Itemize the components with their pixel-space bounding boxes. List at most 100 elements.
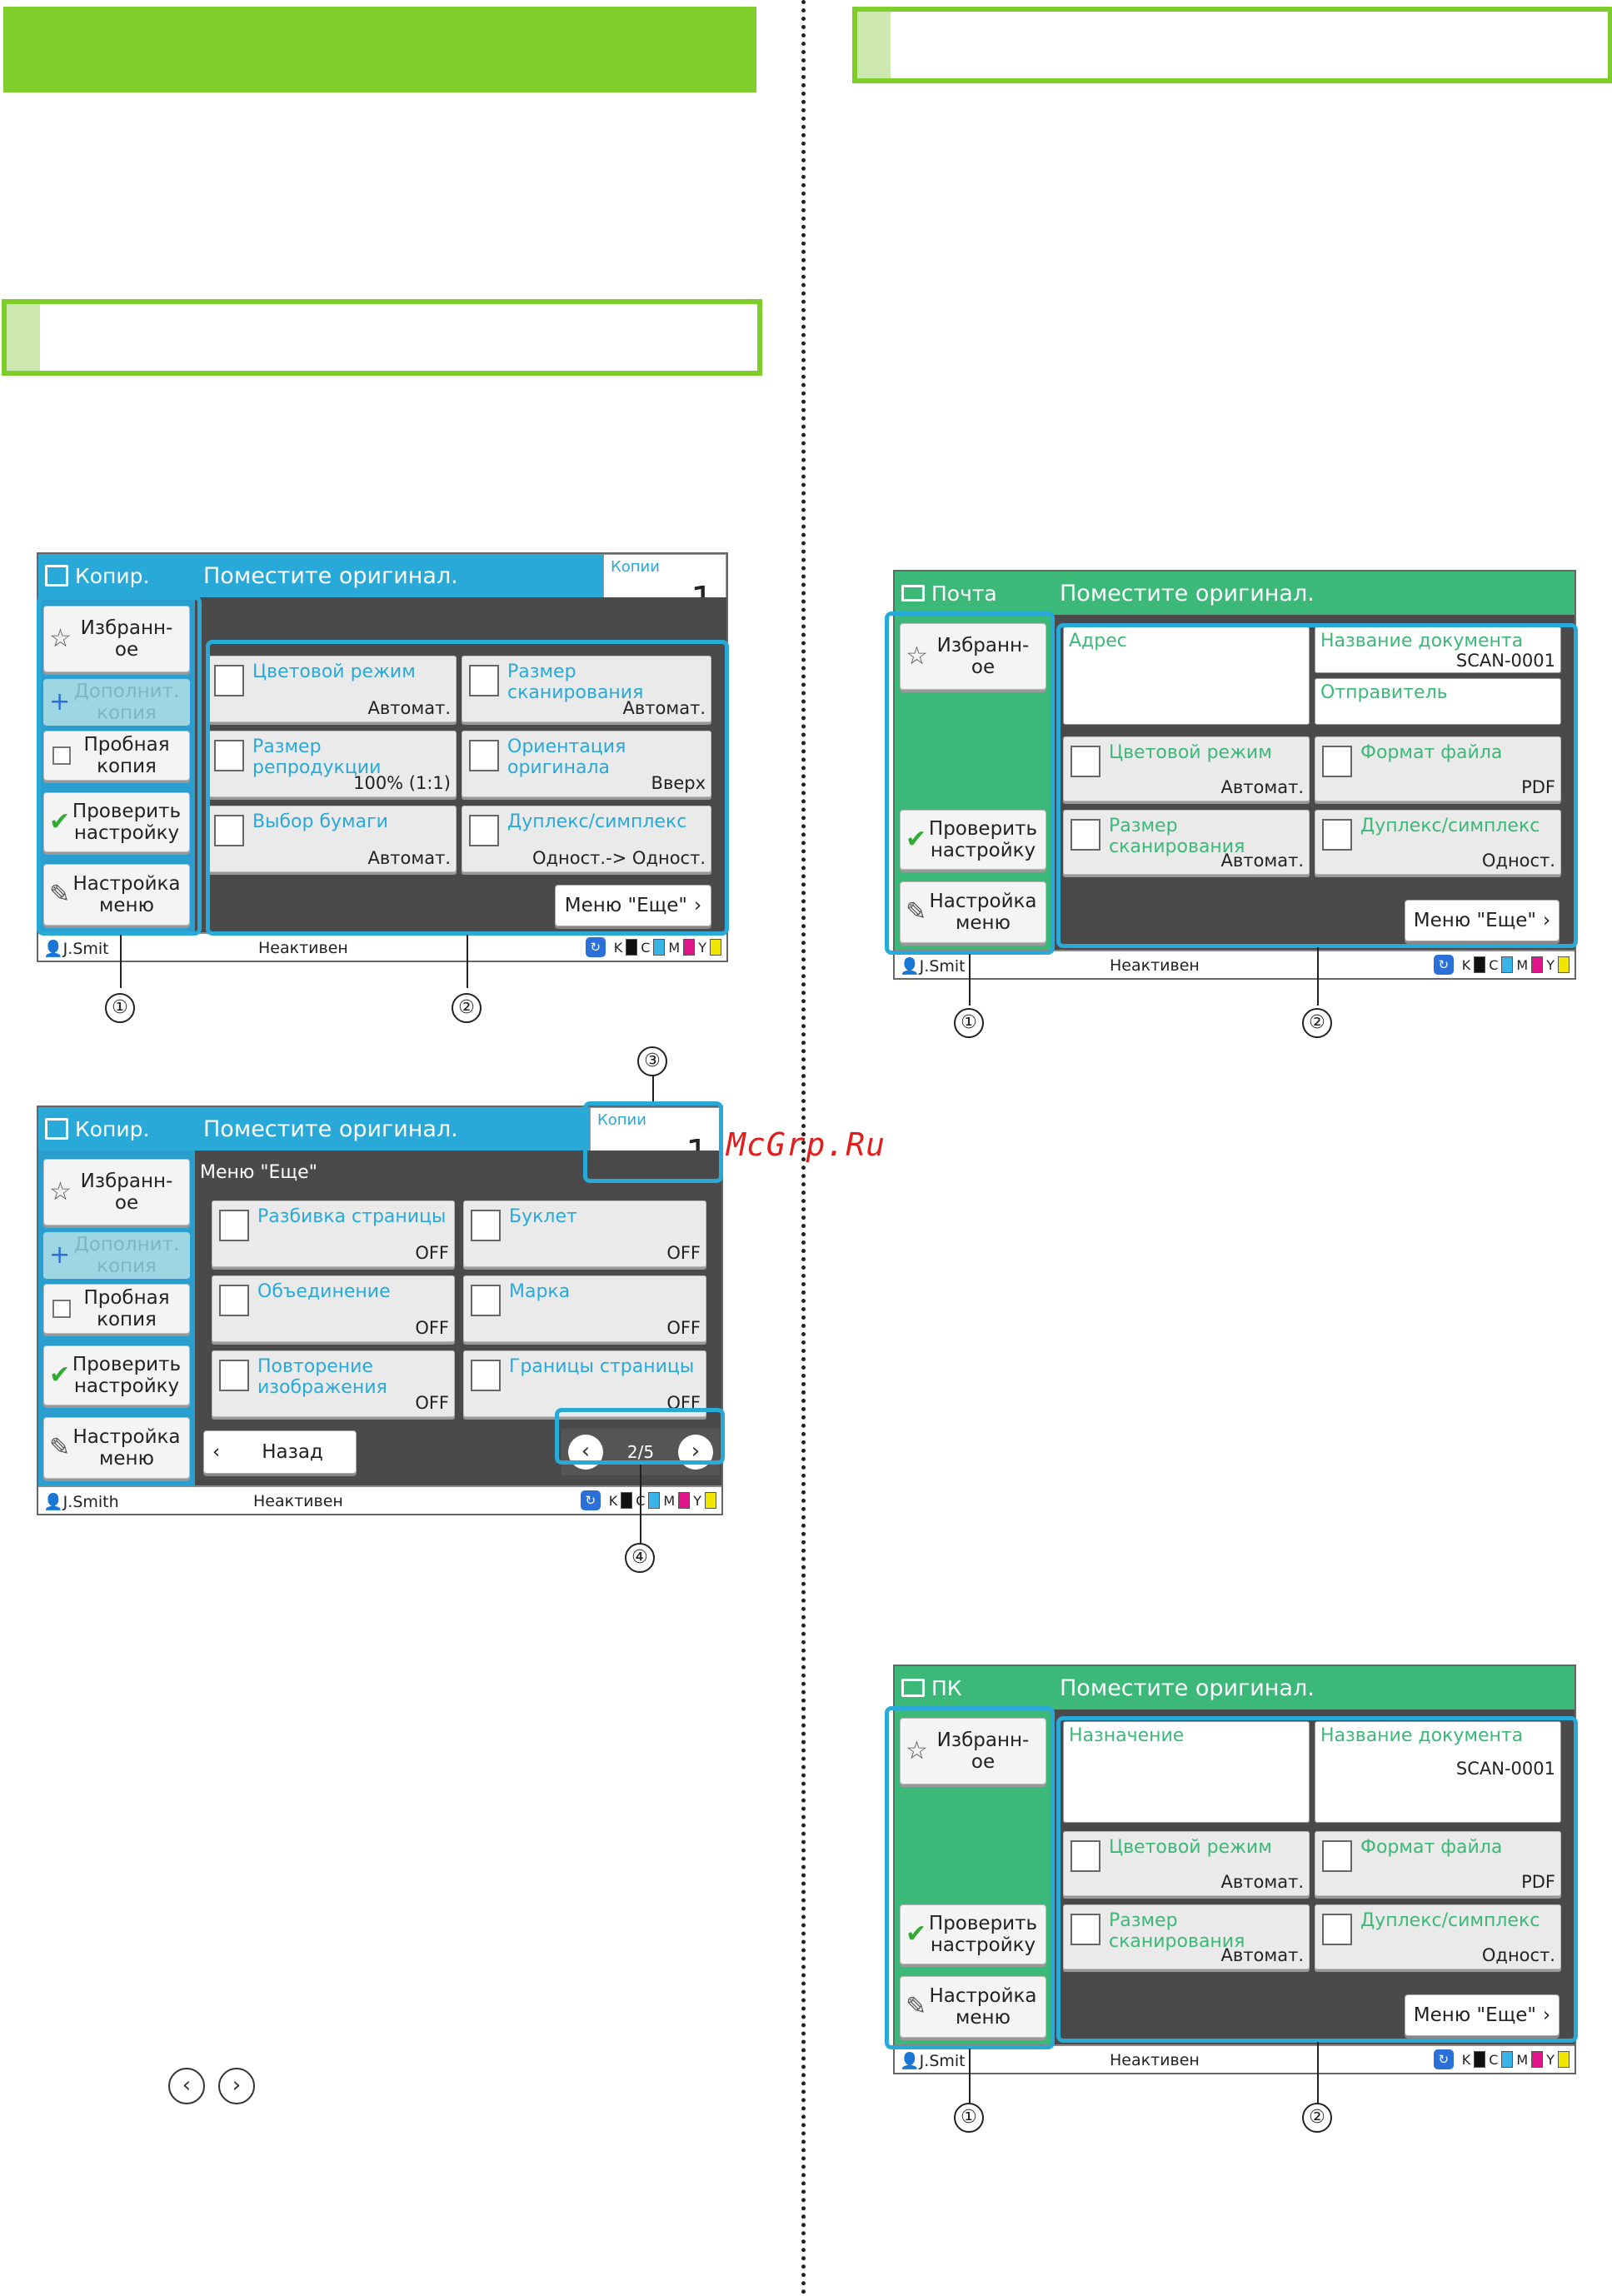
status-text: Неактивен <box>1110 2051 1200 2069</box>
file-icon <box>1322 746 1352 777</box>
check-settings-button[interactable]: ✔Проверить настройку <box>43 1345 190 1405</box>
check-icon: ✔ <box>906 1919 927 1949</box>
sidebar: ☆Избранн- ое +Дополнит. копия Пробная ко… <box>38 597 195 936</box>
proof-copy-button[interactable]: Пробная копия <box>43 731 190 781</box>
highlight-2 <box>1056 623 1578 948</box>
menu-settings-button[interactable]: ✎Настройка меню <box>43 864 190 926</box>
nav-left-icon: ‹ <box>168 2068 205 2104</box>
combine-icon <box>219 1285 249 1316</box>
favorites-button[interactable]: ☆Избранн- ое <box>900 623 1046 690</box>
chevron-right-icon: › <box>1543 910 1551 931</box>
more-menu-header: Меню "Еще" <box>200 1162 317 1183</box>
callout-1: ① <box>954 2103 984 2133</box>
sidebar: ☆Избранн- ое ✔Проверить настройку ✎Настр… <box>895 615 1051 953</box>
scan-size-icon <box>1071 819 1100 851</box>
screen-message: Поместите оригинал. <box>1051 1666 1575 1710</box>
status-text: Неактивен <box>253 1492 343 1510</box>
favorites-button[interactable]: ☆Избранн- ое <box>43 1159 190 1225</box>
sender-field[interactable]: Отправитель <box>1315 678 1561 725</box>
back-button[interactable]: ‹Назад <box>203 1430 357 1474</box>
callout-2: ② <box>452 993 482 1023</box>
star-doc-icon: ☆ <box>49 624 72 653</box>
chevron-right-icon: › <box>694 895 702 916</box>
more-menu-button[interactable]: Меню "Еще"› <box>555 885 711 926</box>
book-icon <box>219 1210 249 1241</box>
menu-settings-button[interactable]: ✎Настройка меню <box>900 1976 1046 2038</box>
user-label: 👤J.Smit <box>900 957 966 976</box>
highlight-3 <box>583 1101 723 1183</box>
favorites-button[interactable]: ☆Избранн- ое <box>900 1718 1046 1784</box>
sync-icon: ↻ <box>580 1490 601 1510</box>
wrench-icon: ✎ <box>906 897 927 926</box>
highlight-2 <box>206 640 729 936</box>
star-doc-icon: ☆ <box>906 1736 928 1765</box>
menu-settings-button[interactable]: ✎Настройка меню <box>43 1417 190 1479</box>
copy-screen: Копир. Поместите оригинал. Копии1 ☆Избра… <box>37 552 728 962</box>
sync-icon: ↻ <box>585 937 606 957</box>
section-header-right <box>852 7 1612 83</box>
callout-1: ① <box>105 993 135 1023</box>
duplex-icon <box>469 815 499 846</box>
color-icon <box>1071 746 1100 777</box>
additional-copy-button[interactable]: +Дополнит. копия <box>43 679 190 726</box>
more-menu-button[interactable]: Меню "Еще"› <box>1405 900 1560 941</box>
sync-icon: ↻ <box>1433 955 1454 975</box>
more-menu-button[interactable]: Меню "Еще"› <box>1405 1994 1560 2036</box>
additional-copy-button[interactable]: +Дополнит. копия <box>43 1232 190 1279</box>
color-icon <box>1071 1840 1100 1872</box>
check-settings-button[interactable]: ✔Проверить настройку <box>43 792 190 852</box>
callout-2: ② <box>1302 1008 1332 1038</box>
highlight-1 <box>37 596 202 936</box>
destination-field[interactable]: Назначение <box>1063 1721 1310 1823</box>
status-text: Неактивен <box>258 939 348 957</box>
favorites-button[interactable]: ☆Избранн- ое <box>43 606 190 672</box>
highlight-4 <box>555 1408 725 1465</box>
menu-settings-button[interactable]: ✎Настройка меню <box>900 881 1046 943</box>
proof-copy-button[interactable]: Пробная копия <box>43 1284 190 1334</box>
callout-2: ② <box>1302 2103 1332 2133</box>
chevron-left-icon: ‹ <box>212 1441 221 1463</box>
wrench-icon: ✎ <box>49 1433 71 1462</box>
color-icon <box>214 665 244 696</box>
star-doc-icon: ☆ <box>49 1177 72 1206</box>
nav-right-icon: › <box>218 2068 255 2104</box>
address-field[interactable]: Адрес <box>1063 626 1310 725</box>
user-label: 👤J.Smith <box>43 1493 119 1511</box>
duplex-icon <box>1322 819 1352 851</box>
user-label: 👤J.Smit <box>900 2052 966 2070</box>
sidebar: ☆Избранн- ое +Дополнит. копия Пробная ко… <box>38 1150 195 1489</box>
chapter-header-bar <box>3 7 756 92</box>
highlight-2 <box>1056 1716 1578 2043</box>
paper-tray-icon <box>214 815 244 846</box>
callout-4: ④ <box>625 1543 655 1573</box>
copy-icon <box>45 1118 68 1140</box>
user-label: 👤J.Smit <box>43 940 109 958</box>
check-settings-button[interactable]: ✔Проверить настройку <box>900 810 1046 870</box>
check-settings-button[interactable]: ✔Проверить настройку <box>900 1904 1046 1964</box>
